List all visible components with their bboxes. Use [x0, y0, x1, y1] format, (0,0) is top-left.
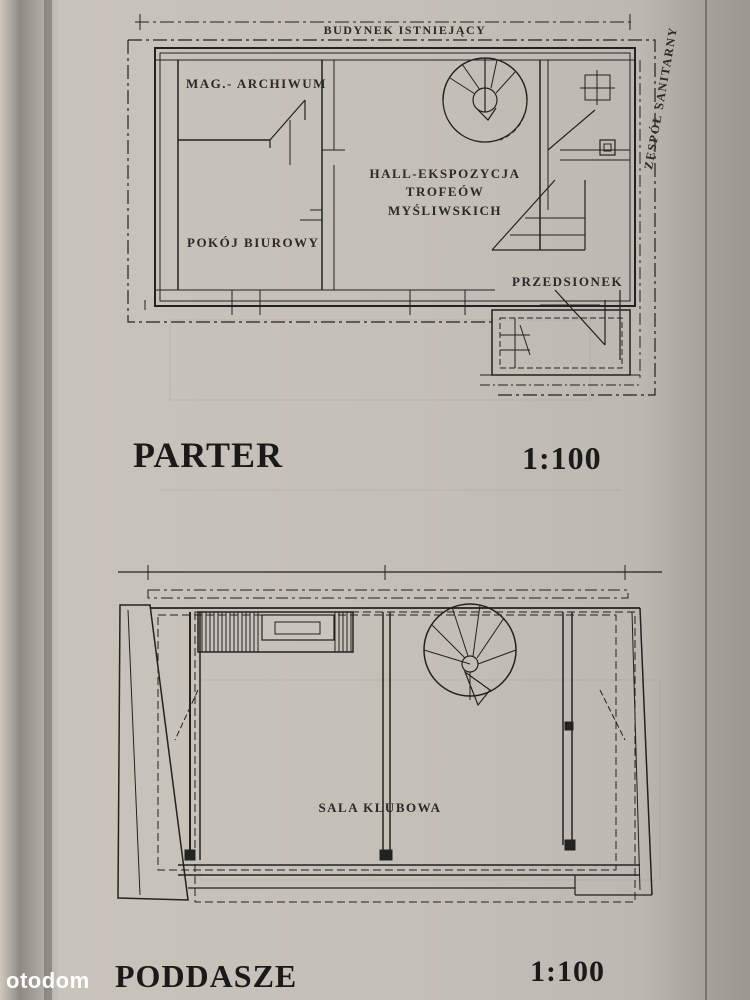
hall-label-line2: TROFEÓW: [406, 184, 484, 199]
ground-floor-scale: 1:100: [522, 440, 602, 476]
sanitary-label: ZESPÓŁ SANITARNY: [641, 25, 680, 170]
attic-scale: 1:100: [530, 955, 605, 988]
archive-label: MAG.- ARCHIWUM: [186, 76, 327, 91]
ground-floor-title: PARTER: [133, 435, 284, 475]
vestibule-label: PRZEDSIONEK: [512, 274, 623, 289]
office-label: POKÓJ BIUROWY: [187, 235, 320, 250]
club-room-label: SALA KLUBOWA: [318, 800, 441, 815]
attic-title: PODDASZE: [115, 958, 298, 994]
existing-building-label: BUDYNEK ISTNIEJĄCY: [324, 23, 487, 37]
otodom-watermark: otodom: [6, 968, 90, 993]
ground-floor-plan: [127, 14, 656, 396]
hall-label-line3: MYŚLIWSKICH: [388, 203, 502, 218]
binding-shadow: [44, 0, 52, 1000]
hall-label-line1: HALL-EKSPOZYCJA: [369, 166, 520, 181]
attic-plan: [117, 565, 662, 903]
bleed-through: [160, 319, 661, 881]
